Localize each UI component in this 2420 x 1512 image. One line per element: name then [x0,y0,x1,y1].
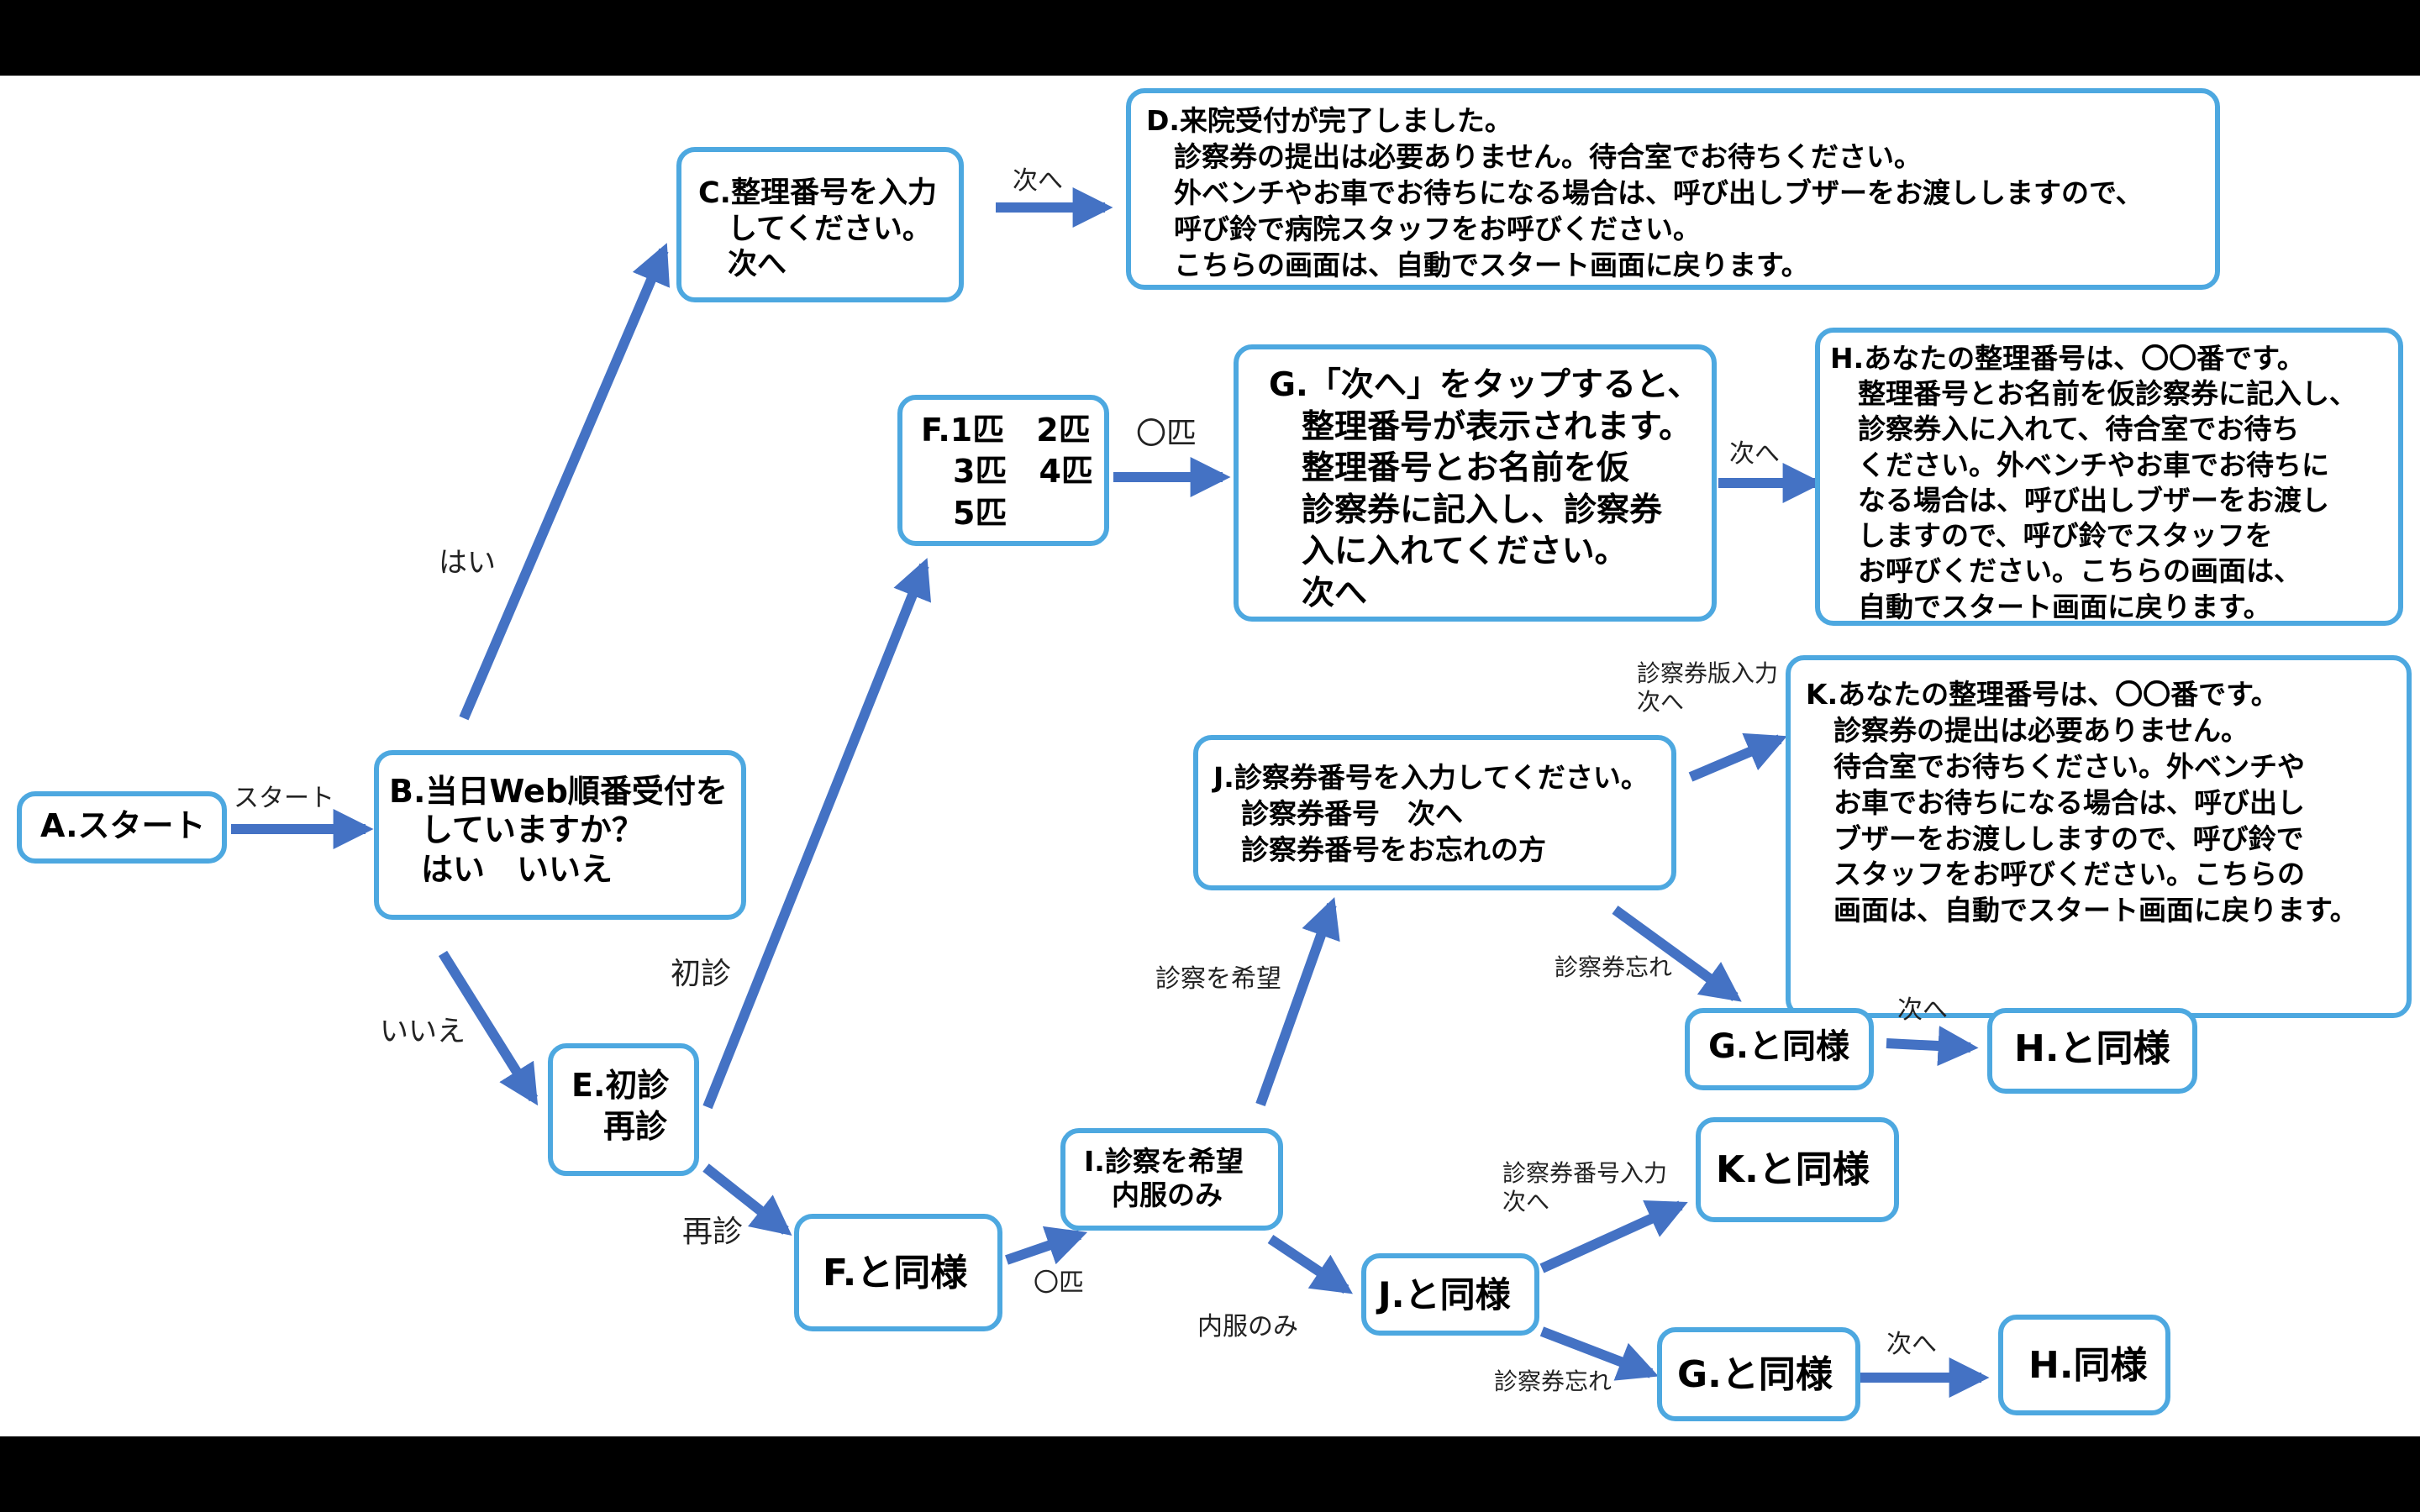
label-next-h: 次へ [1729,439,1780,469]
label-no: いいえ [380,1015,466,1048]
label-pets-i: 〇匹 [1034,1268,1084,1298]
node-g-same-2: G.と同様 [1657,1327,1860,1421]
arrow-jsame-to-ksame [1539,1200,1688,1273]
node-k-your-number: K.あなたの整理番号は、〇〇番です。 診察券の提出は必要ありません。 待合室でお… [1786,655,2412,1018]
label-meds-only: 内服のみ [1197,1312,1298,1341]
arrow-gsame-to-hsame [1886,1026,1979,1067]
label-next-c: 次へ [1013,166,1063,196]
label-next-h3: 次へ [1886,1330,1937,1359]
label-yes: はい [439,546,496,580]
label-revisit: 再診 [682,1215,744,1249]
label-first-visit: 初診 [671,957,732,991]
arrow-j-to-k [1688,732,1787,782]
node-j-same: J.と同様 [1361,1253,1539,1336]
node-f-same: F.と同様 [794,1214,1002,1331]
arrow-b-to-e [438,950,539,1106]
flowchart-canvas: A.スタート B.当日Web順番受付を していますか？ はい いいえ C.整理番… [0,76,2420,1436]
label-card-forgot-1: 診察券忘れ [1555,953,1673,981]
node-a-start: A.スタート [17,791,227,864]
node-g-same-1: G.と同様 [1685,1008,1874,1090]
node-h-same-1: H.と同様 [1987,1008,2197,1094]
label-card-number-input: 診察券番号入力 次へ [1502,1159,1668,1215]
arrow-i-to-j [1255,896,1340,1107]
node-f-pet-count: F.1匹 2匹 3匹 4匹 5匹 [897,395,1109,546]
flow-arrows [231,187,1990,1398]
label-next-h2: 次へ [1897,995,1948,1025]
node-h-same-2: H.同様 [1998,1315,2170,1415]
arrow-b-to-c [459,243,670,721]
label-card-input-k: 診察券版入力 次へ [1637,659,1779,716]
node-i-exam-or-meds: I.診察を希望 内服のみ [1060,1128,1283,1231]
arrow-e-to-fsame [702,1163,792,1236]
arrow-j-to-gsame [1612,906,1742,1002]
arrow-jsame-to-gsame2 [1539,1326,1659,1381]
node-d-reception-complete: D.来院受付が完了しました。 診察券の提出は必要ありません。待合室でお待ちくださ… [1126,88,2220,290]
label-card-forgot-2: 診察券忘れ [1494,1368,1612,1395]
label-start: スタート [234,784,334,813]
node-g-tap-next: G.「次へ」をタップすると、 整理番号が表示されます。 整理番号とお名前を仮 診… [1234,344,1717,622]
arrow-e-to-f [702,558,932,1110]
node-e-first-or-revisit: E.初診 再診 [548,1043,699,1176]
label-pets-g: 〇匹 [1136,417,1197,451]
node-k-same: K.と同様 [1696,1117,1899,1222]
node-c-enter-number: C.整理番号を入力 してください。 次へ [676,147,964,302]
arrow-i-to-jsame [1267,1235,1353,1294]
node-h-your-number: H.あなたの整理番号は、〇〇番です。 整理番号とお名前を仮診察券に記入し、 診察… [1815,328,2403,626]
node-b-web-reservation-question: B.当日Web順番受付を していますか？ はい いいえ [374,750,746,920]
arrow-fsame-to-i [1005,1226,1088,1265]
node-j-enter-card-number: J.診察券番号を入力してください。 診察券番号 次へ 診察券番号をお忘れの方 [1193,735,1676,890]
label-want-exam: 診察を希望 [1155,964,1281,994]
